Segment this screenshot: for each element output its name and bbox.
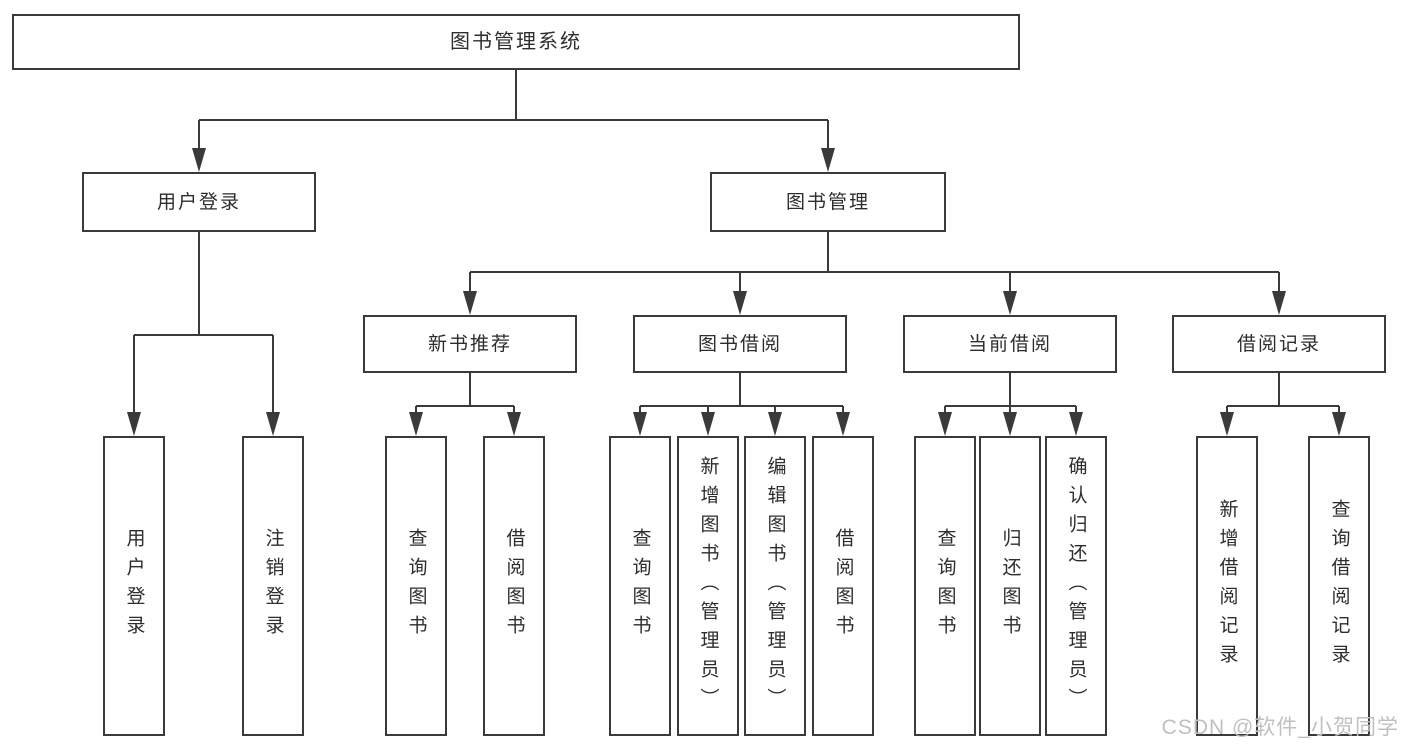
node-leaf-query-borrow-record: 查询借阅记录 (1308, 436, 1370, 736)
node-book-borrow: 图书借阅 (633, 315, 847, 373)
node-leaf-query-book-borrow: 查询图书 (609, 436, 671, 736)
node-leaf-user-login: 用户登录 (103, 436, 165, 736)
node-leaf-query-book-recommend: 查询图书 (385, 436, 447, 736)
node-leaf-logout: 注销登录 (242, 436, 304, 736)
connector-borrow-record-children (1220, 373, 1346, 436)
node-leaf-add-book-admin: 新增图书（管理员） (677, 436, 739, 736)
node-borrow-record: 借阅记录 (1172, 315, 1386, 373)
node-user-login: 用户登录 (82, 172, 316, 232)
connector-user-login-children (127, 232, 280, 436)
connector-book-management-children (463, 232, 1286, 315)
node-leaf-return-book: 归还图书 (979, 436, 1041, 736)
node-leaf-add-borrow-record: 新增借阅记录 (1196, 436, 1258, 736)
connector-root-to-level2 (192, 70, 835, 172)
node-current-borrow: 当前借阅 (903, 315, 1117, 373)
node-book-management: 图书管理 (710, 172, 946, 232)
node-leaf-borrow-book-recommend: 借阅图书 (483, 436, 545, 736)
node-leaf-borrow-book: 借阅图书 (812, 436, 874, 736)
csdn-watermark: CSDN @软件_小贺同学 (1161, 716, 1399, 739)
node-library-management-system: 图书管理系统 (12, 14, 1020, 70)
connector-book-borrow-children (633, 373, 850, 436)
connector-new-book-recommend-children (409, 373, 521, 436)
connector-current-borrow-children (938, 373, 1083, 436)
node-leaf-edit-book-admin: 编辑图书（管理员） (744, 436, 806, 736)
node-leaf-confirm-return-admin: 确认归还（管理员） (1045, 436, 1107, 736)
node-new-book-recommend: 新书推荐 (363, 315, 577, 373)
node-leaf-query-book-current: 查询图书 (914, 436, 976, 736)
